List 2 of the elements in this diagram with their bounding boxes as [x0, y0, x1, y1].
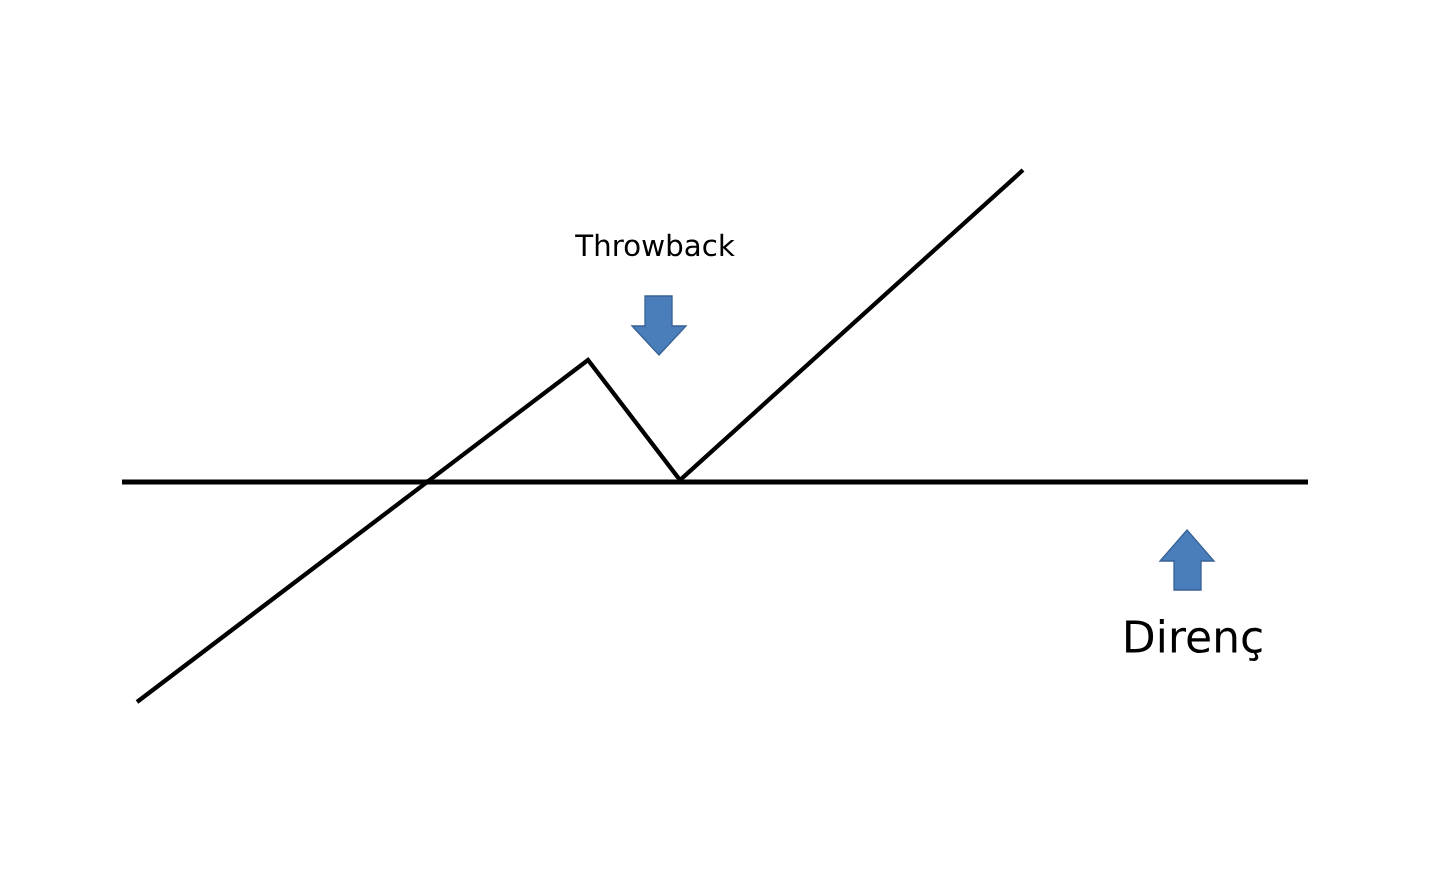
label-text: Throwback — [575, 233, 735, 257]
label-text: Direnç — [1126, 619, 1262, 661]
